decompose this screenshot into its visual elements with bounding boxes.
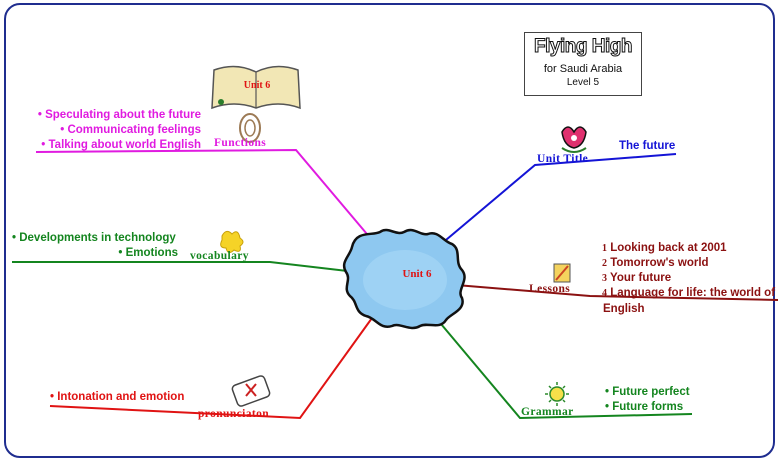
functions-item: • Speculating about the future (37, 109, 201, 121)
lesson-item-continued: English (603, 303, 645, 315)
sun-icon (545, 382, 569, 406)
scroll-icon (239, 113, 261, 143)
functions-label: Functions (214, 137, 267, 149)
functions-item: • Communicating feelings (60, 124, 201, 136)
pronunciation-link (49, 317, 373, 420)
grammar-link (435, 317, 693, 420)
vocabulary-item: • Developments in technology (12, 232, 176, 244)
flower-icon (561, 126, 587, 153)
diploma-icon (231, 375, 271, 407)
pencil-icon (553, 263, 571, 283)
book-label: Unit 6 (243, 80, 271, 91)
lesson-item: 2 Tomorrow's world (602, 257, 709, 269)
grammar-item: • Future perfect (605, 386, 690, 398)
logo-level: Level 5 (566, 77, 600, 88)
logo-title: Flying High (534, 36, 633, 58)
vocabulary-label: vocabulary (190, 250, 249, 262)
splat-icon (220, 230, 244, 254)
hub-label: Unit 6 (402, 268, 432, 280)
pronunciation-label: pronunciaton (198, 408, 270, 420)
grammar-label: Grammar (521, 406, 574, 418)
functions-link (35, 148, 373, 241)
vocabulary-link (12, 261, 357, 273)
lesson-item: 3 Your future (602, 272, 672, 284)
unit-title-value: The future (619, 140, 676, 152)
pronunciation-item: • Intonation and emotion (50, 391, 185, 403)
lessons-label: Lessons (529, 283, 571, 295)
unit-title-label: Unit Title (537, 153, 589, 165)
book-icon (211, 65, 301, 110)
functions-item: • Talking about world English (41, 139, 201, 151)
lessons-link (455, 284, 779, 301)
unit-title-link (439, 153, 677, 246)
grammar-item: • Future forms (605, 401, 684, 413)
flying-high-logo: Flying High for Saudi Arabia Level 5 (524, 32, 642, 96)
lesson-item: 1 Looking back at 2001 (602, 242, 727, 254)
lesson-item: 4 Language for life: the world of (602, 287, 776, 299)
logo-subtitle: for Saudi Arabia (543, 63, 623, 75)
vocabulary-item: • Emotions (118, 247, 178, 259)
